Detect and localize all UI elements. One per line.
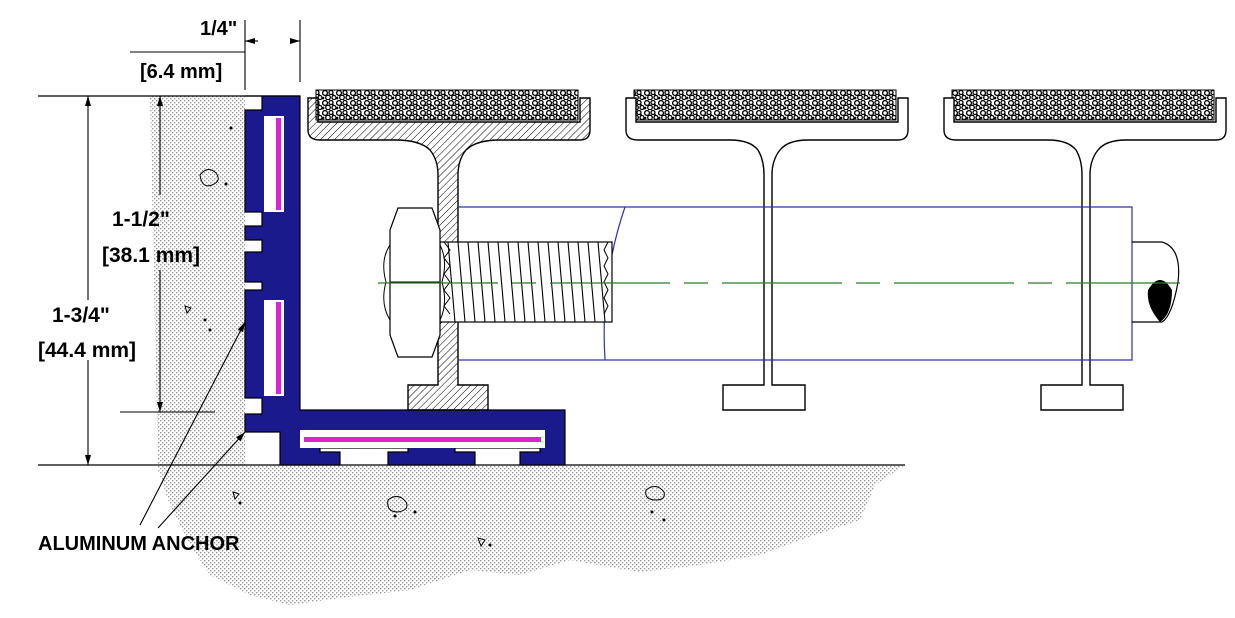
tread-section-3 <box>943 89 1227 411</box>
tread-section-2 <box>625 89 909 411</box>
inner-height-metric: [38.1 mm] <box>102 244 200 267</box>
dimension-lines <box>85 20 301 529</box>
flange-width-metric: [6.4 mm] <box>140 61 222 83</box>
aluminum-anchor-label: ALUMINUM ANCHOR <box>38 533 240 555</box>
concrete-substrate <box>150 96 905 605</box>
flange-width-imperial: 1/4" <box>200 18 237 40</box>
inner-height-imperial: 1-1/2" <box>112 208 170 231</box>
threaded-bolt <box>439 241 613 323</box>
aluminum-anchor <box>244 95 566 466</box>
total-height-imperial: 1-3/4" <box>52 304 110 327</box>
total-height-metric: [44.4 mm] <box>38 339 136 362</box>
